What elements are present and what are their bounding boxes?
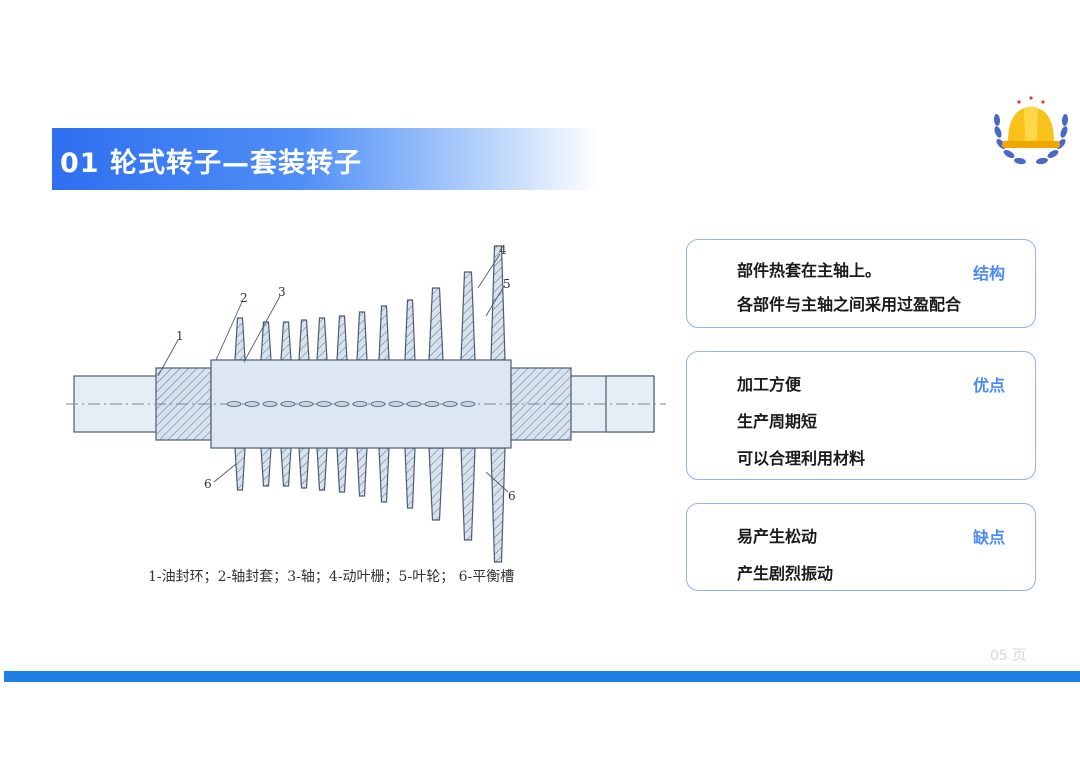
blade-lower <box>336 447 348 493</box>
bore-slot <box>460 401 476 407</box>
advantages-label: 优点 <box>972 376 1005 395</box>
blade-upper <box>234 317 246 361</box>
blade-lower <box>356 447 368 497</box>
title-banner <box>52 128 600 190</box>
footer-bar <box>4 671 1080 682</box>
bore-slot <box>370 401 386 407</box>
bore-slot <box>226 401 242 407</box>
blade-upper <box>404 299 416 361</box>
blade-upper <box>280 321 292 361</box>
bore-slot <box>298 401 314 407</box>
bore-slot <box>262 401 278 407</box>
blade-lower <box>280 447 292 487</box>
bore-slot <box>244 401 260 407</box>
bore-slot <box>352 401 368 407</box>
part-label-3: 3 <box>278 285 286 299</box>
part-label-6-left: 6 <box>204 477 212 491</box>
bore-slot <box>442 401 458 407</box>
bore-slot <box>424 401 440 407</box>
diagram-caption: 1-油封环；2-轴封套；3-轴；4-动叶栅；5-叶轮； 6-平衡槽 <box>148 569 515 585</box>
blade-lower <box>378 447 390 503</box>
bore-slot <box>406 401 422 407</box>
structure-label: 结构 <box>972 264 1005 283</box>
part-label-4: 4 <box>499 243 507 257</box>
blade-lower <box>490 447 506 563</box>
disadvantage-line: 易产生松动 <box>737 527 818 546</box>
safety-helmet-laurel-icon <box>993 96 1069 165</box>
blade-upper <box>356 311 368 361</box>
blade-lower <box>428 447 444 521</box>
advantage-line: 可以合理利用材料 <box>737 449 866 468</box>
blade-lower <box>234 447 246 491</box>
structure-line: 部件热套在主轴上。 <box>737 261 882 280</box>
advantage-line: 生产周期短 <box>737 412 818 431</box>
blade-lower <box>298 447 310 489</box>
disadvantage-line: 产生剧烈振动 <box>737 564 834 583</box>
part-label-1: 1 <box>176 329 184 343</box>
blade-upper <box>298 319 310 361</box>
blade-upper <box>490 245 506 361</box>
blade-upper <box>336 315 348 361</box>
bore-slot <box>316 401 332 407</box>
blade-upper <box>460 271 476 361</box>
blade-upper <box>428 287 444 361</box>
bore-slot <box>388 401 404 407</box>
blade-lower <box>316 447 328 491</box>
disadvantages-card: 易产生松动 产生剧烈振动 缺点 <box>686 503 1036 591</box>
part-label-6-right: 6 <box>508 489 516 503</box>
rotor-diagram: 1 2 3 4 5 6 6 <box>66 243 666 563</box>
page-number: 05 页 <box>990 648 1027 664</box>
blade-upper <box>316 317 328 361</box>
structure-line: 各部件与主轴之间采用过盈配合 <box>737 295 962 314</box>
bore-slot <box>334 401 350 407</box>
blade-lower <box>404 447 416 509</box>
disadvantages-label: 缺点 <box>972 528 1005 547</box>
bore-slot <box>280 401 296 407</box>
part-label-2: 2 <box>240 291 248 305</box>
advantage-line: 加工方便 <box>737 375 802 394</box>
blade-lower <box>460 447 476 541</box>
part-label-5: 5 <box>503 277 511 291</box>
advantages-card: 加工方便 生产周期短 可以合理利用材料 优点 <box>686 351 1036 480</box>
slide-title: 01 轮式转子—套装转子 <box>60 148 362 179</box>
blade-upper <box>378 305 390 361</box>
structure-card: 部件热套在主轴上。 各部件与主轴之间采用过盈配合 结构 <box>686 239 1036 328</box>
blade-lower <box>260 447 272 487</box>
